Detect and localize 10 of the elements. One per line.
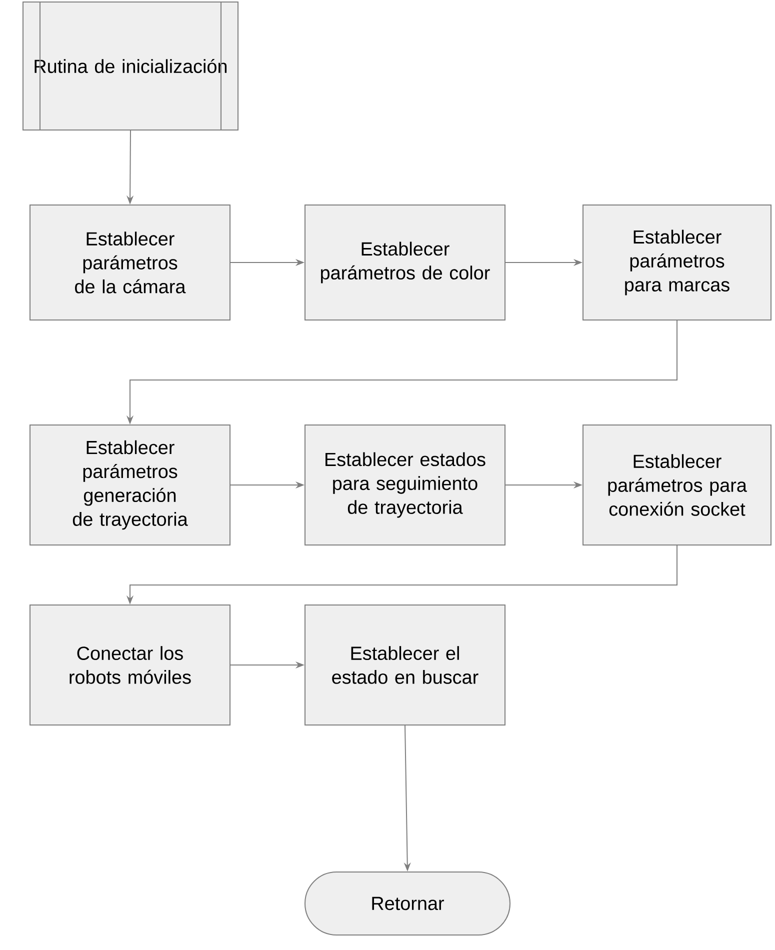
process-box: Establecer parámetros para marcas bbox=[582, 204, 772, 320]
process-box: Establecer parámetros generación de trayectoria bbox=[30, 424, 230, 546]
terminal-box: Retornar bbox=[304, 872, 510, 936]
process-box: Establecer parámetros de color bbox=[304, 204, 506, 320]
process-box: Establecer estados para seguimiento de trayectoria bbox=[304, 424, 506, 546]
process-box: Establecer el estado en buscar bbox=[304, 604, 506, 726]
process-box: Conectar los robots móviles bbox=[30, 604, 230, 726]
predefined-process-box: Rutina de inicialización bbox=[22, 2, 238, 130]
process-box: Establecer parámetros para conexión socket bbox=[582, 424, 772, 546]
process-box: Establecer parámetros de la cámara bbox=[30, 204, 230, 320]
